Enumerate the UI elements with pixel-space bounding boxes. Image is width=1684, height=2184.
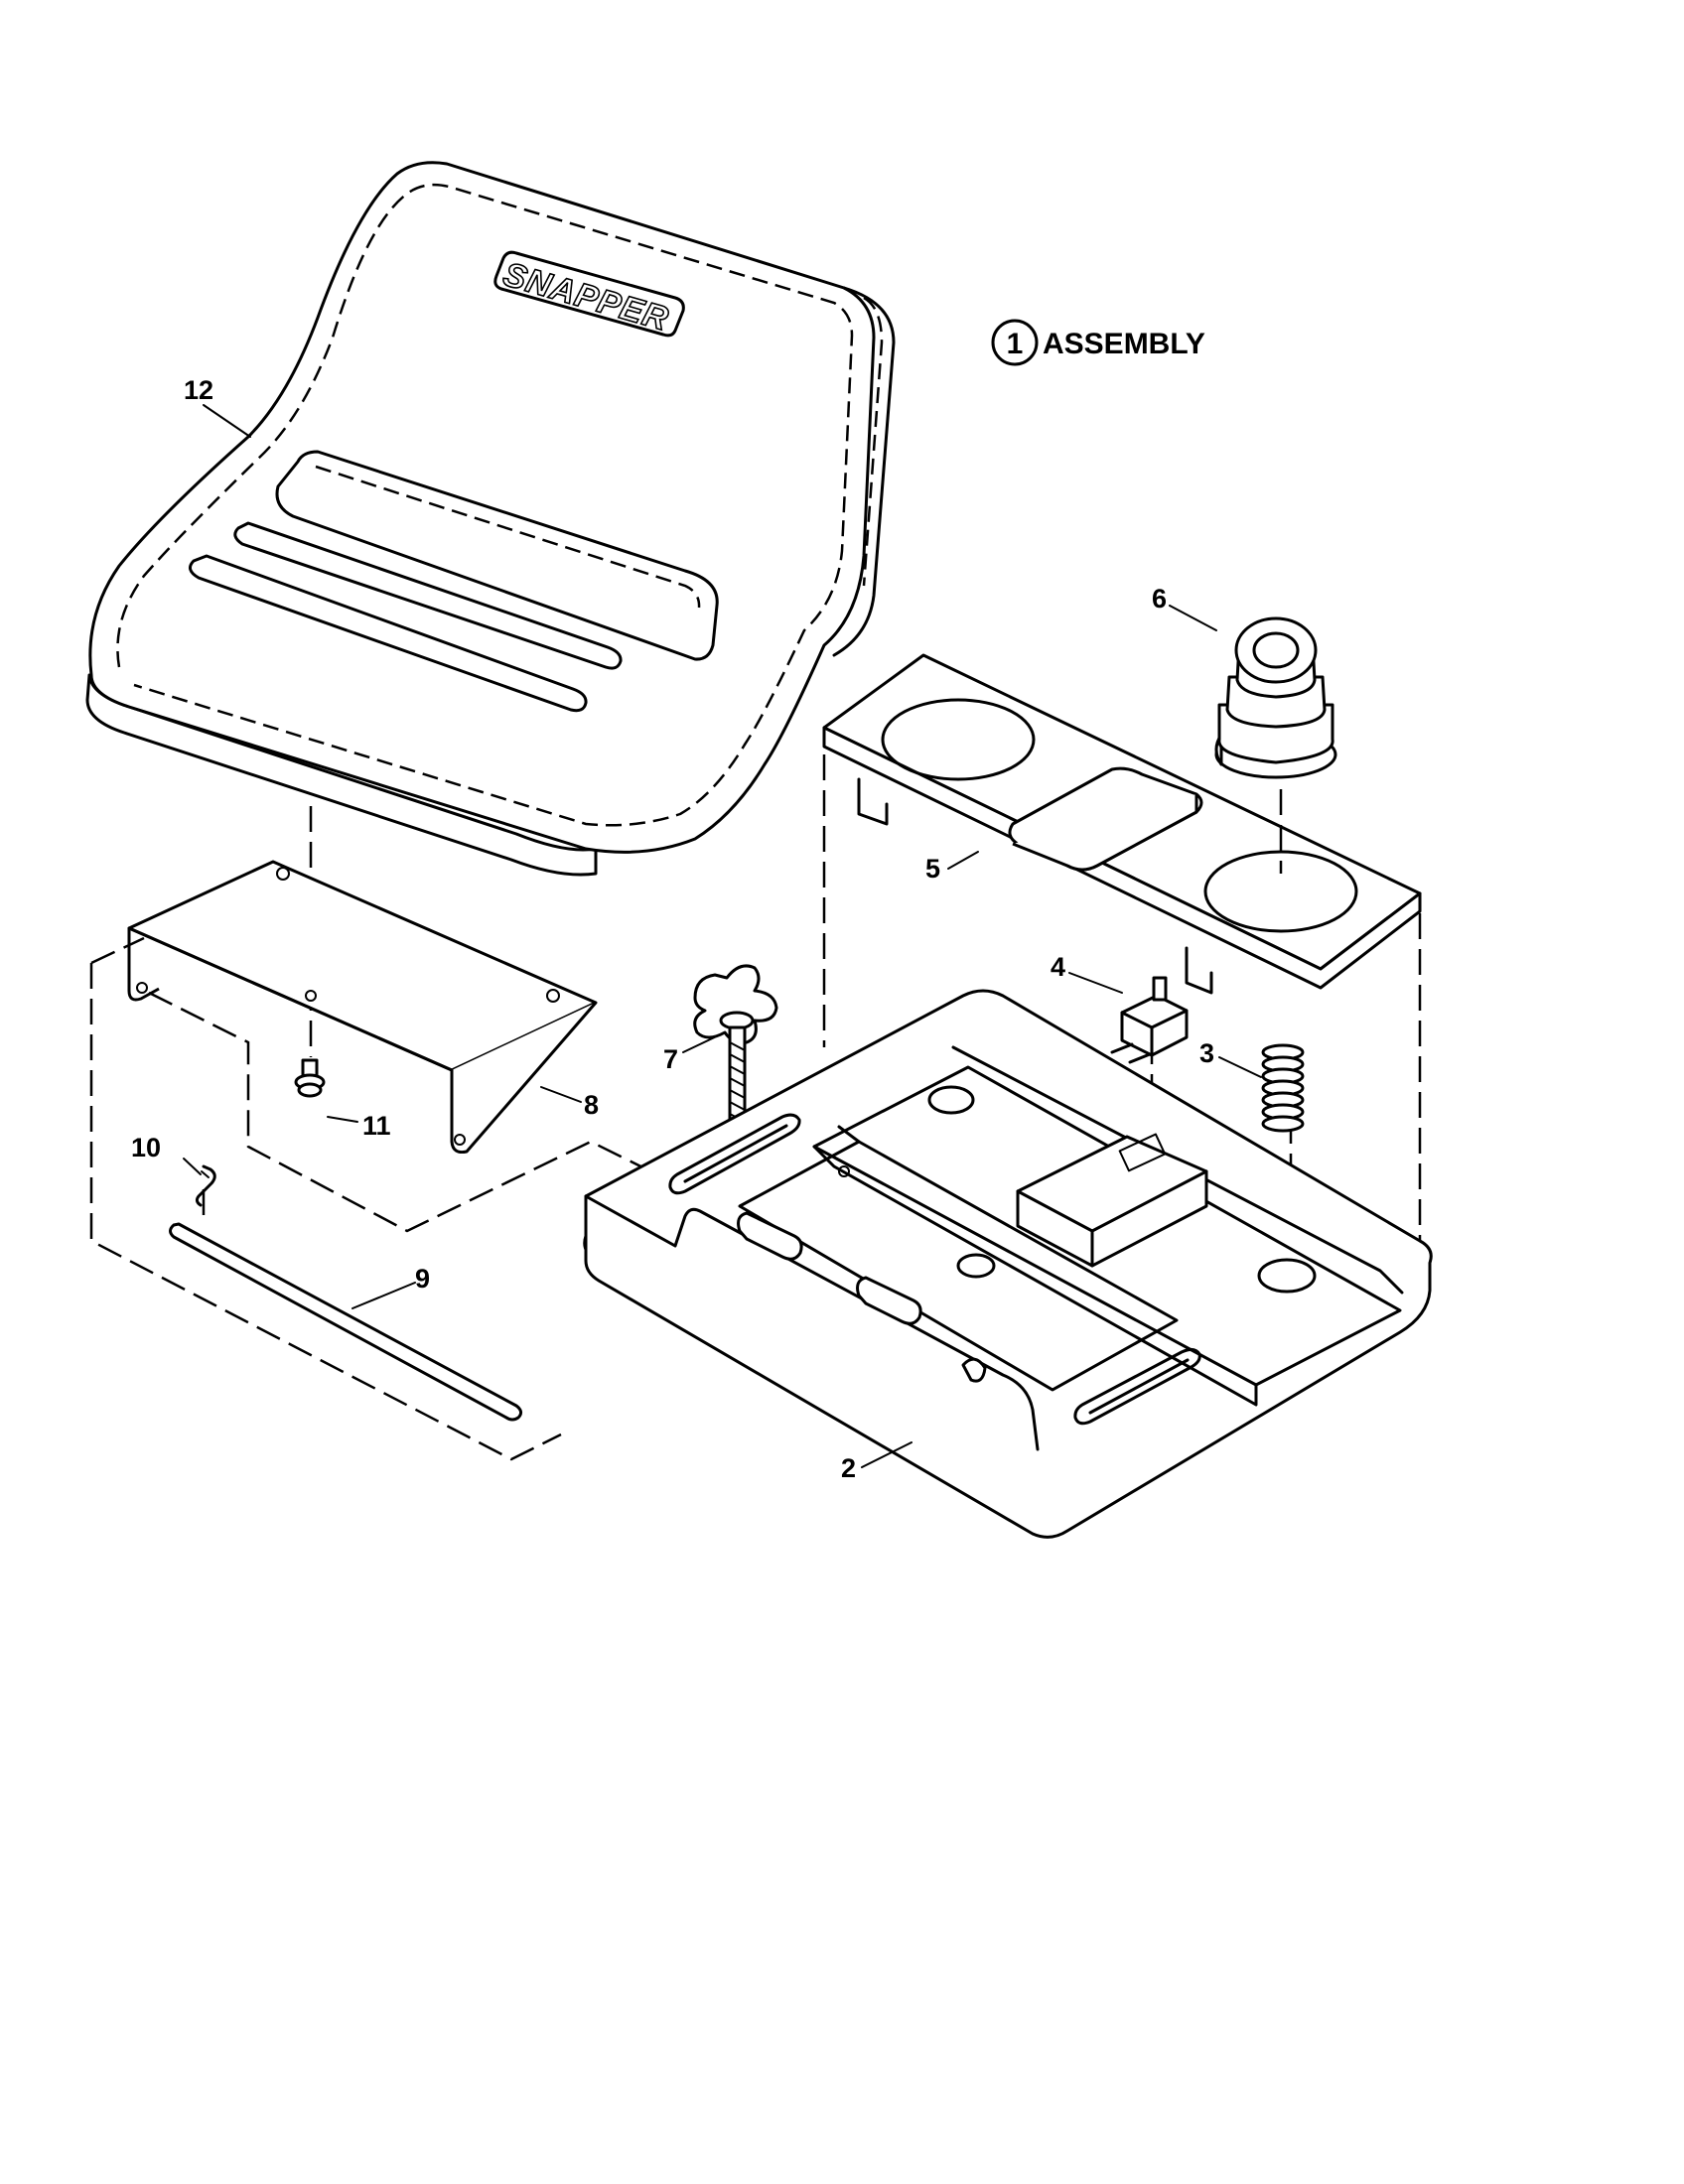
seat-switch	[1110, 976, 1189, 1064]
hinge-rod	[169, 1222, 523, 1422]
title-number: 1	[1007, 328, 1024, 360]
callout-3: 3	[1199, 1038, 1214, 1068]
callout-4: 4	[1051, 952, 1065, 982]
spring	[1261, 1043, 1305, 1133]
spacer-plate	[822, 653, 1422, 995]
seat-pan	[583, 989, 1433, 1539]
callout-5: 5	[925, 854, 940, 884]
callout-6: 6	[1152, 584, 1167, 614]
callout-12: 12	[184, 375, 213, 405]
callout-2: 2	[841, 1453, 856, 1483]
title-number-circle	[991, 319, 1039, 366]
hinge-pin-dashed	[148, 991, 716, 1233]
callout-7: 7	[663, 1044, 678, 1074]
assembly-title: 1 ASSEMBLY	[991, 319, 1205, 366]
callout-11: 11	[362, 1111, 391, 1141]
callout-8: 8	[584, 1090, 599, 1120]
bumper	[1214, 616, 1337, 779]
screw	[294, 1058, 326, 1098]
title-text: ASSEMBLY	[1043, 328, 1205, 360]
hinge-outline-dashed	[89, 963, 562, 1461]
seat: SNAPPER	[85, 161, 896, 877]
leader-lines	[183, 404, 1262, 1468]
hairpin-clip	[195, 1164, 216, 1207]
callout-9: 9	[415, 1264, 430, 1294]
callouts: 12 6 5 4 3 7 8 11 10 9 2	[131, 375, 1214, 1483]
hinge-bracket	[127, 860, 598, 1154]
callout-10: 10	[131, 1133, 161, 1162]
